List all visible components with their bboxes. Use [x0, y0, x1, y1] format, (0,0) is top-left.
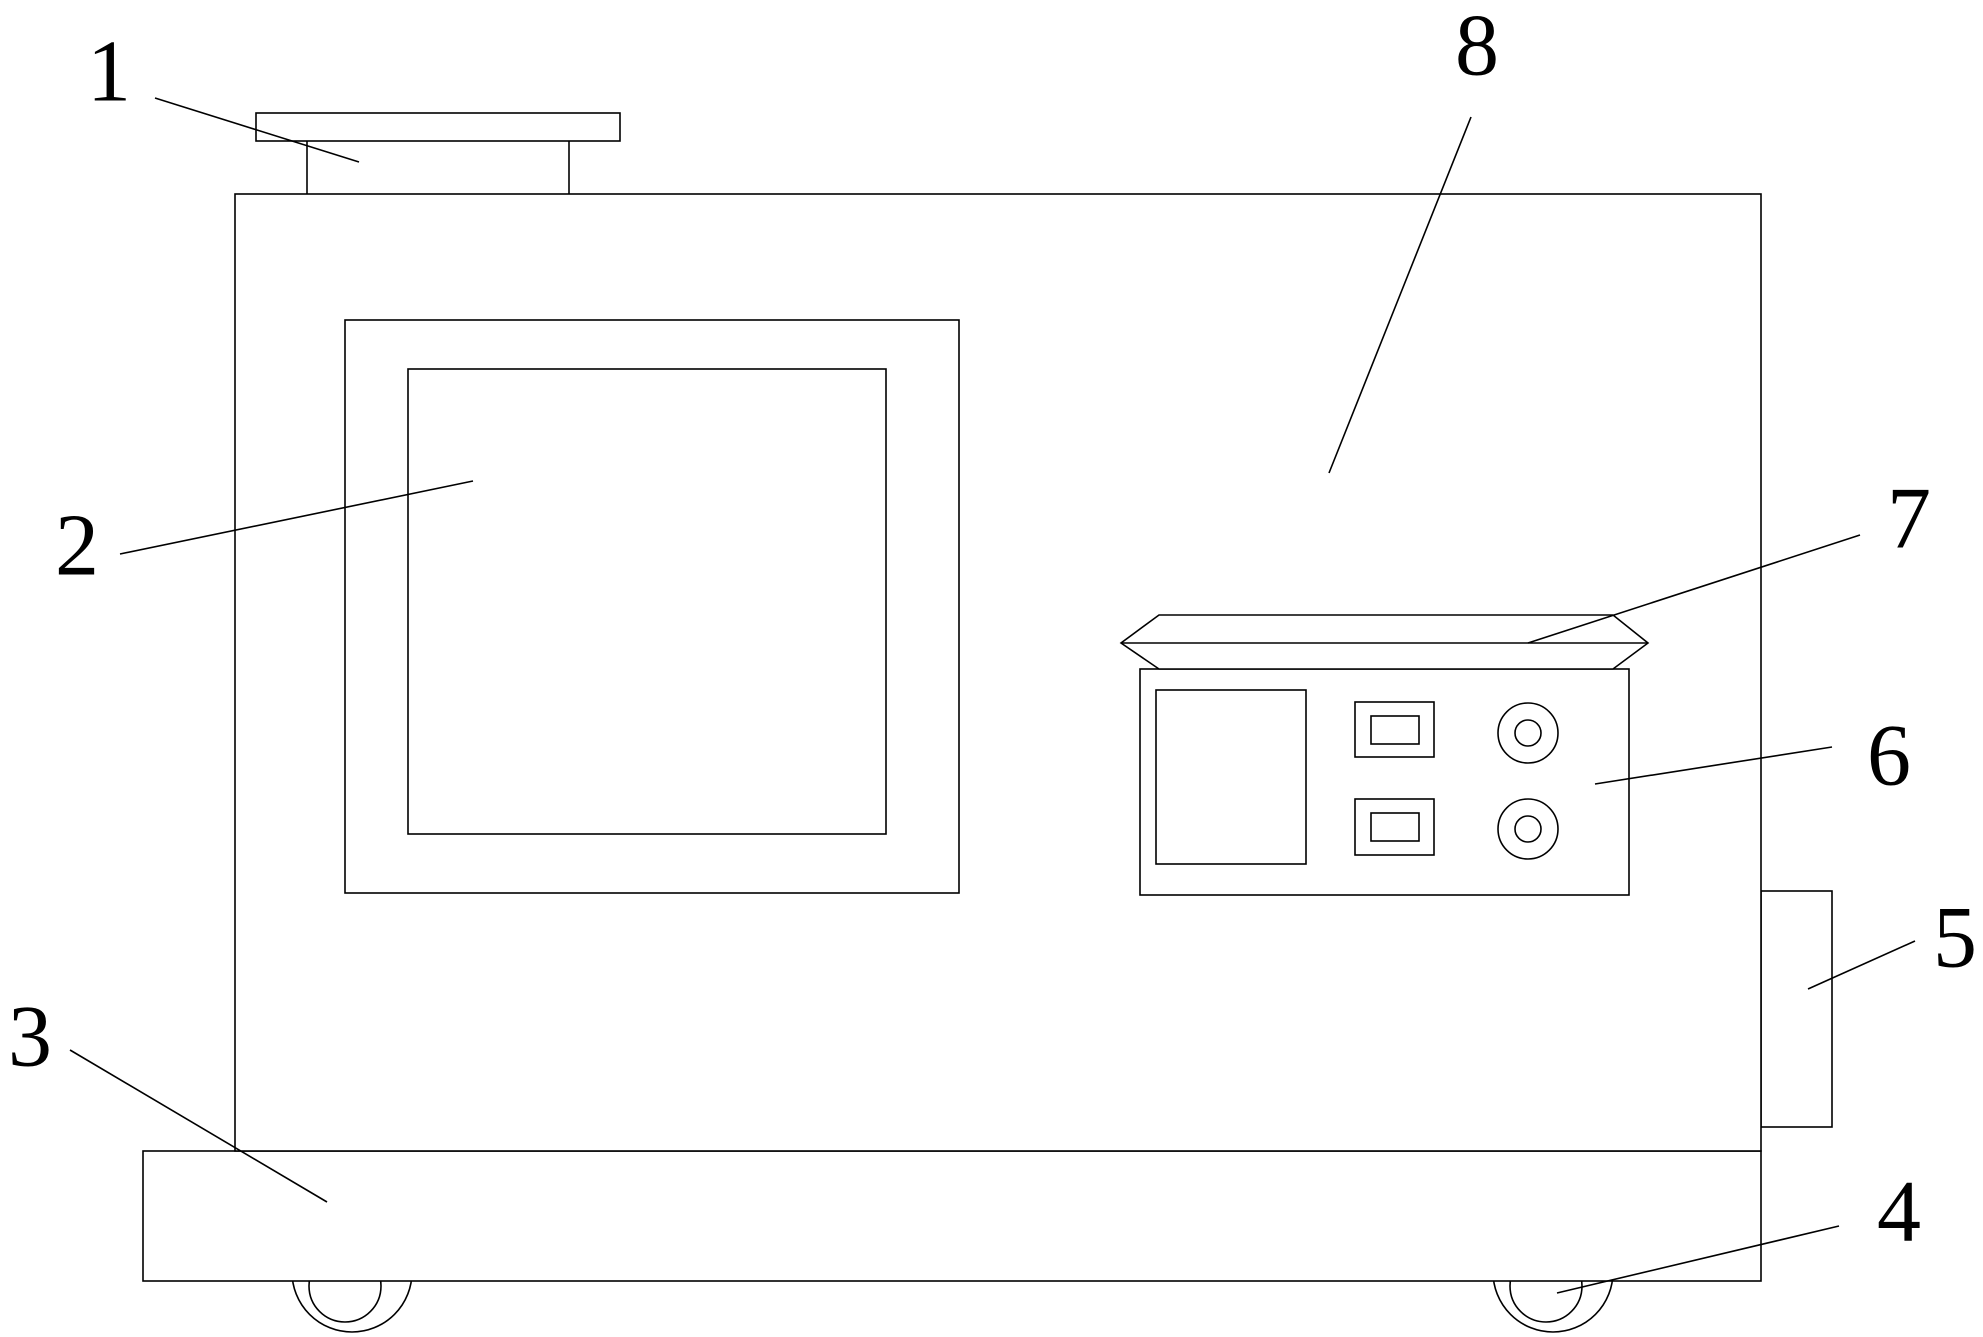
side-box: [1760, 890, 1833, 1128]
leader-line-4: [1556, 1225, 1840, 1294]
leader-line-3: [69, 1049, 328, 1203]
window-glass: [407, 368, 887, 835]
viewing-window: [344, 319, 960, 894]
handle-plate: [255, 112, 621, 142]
switch-bottom: [1370, 812, 1420, 842]
callout-4: 4: [1877, 1164, 1921, 1261]
callout-8: 8: [1455, 0, 1499, 95]
leader-line-8: [1328, 116, 1472, 474]
leader-line-7: [1527, 534, 1861, 644]
knob-bottom-inner: [1514, 815, 1542, 843]
switch-top: [1370, 715, 1420, 745]
leader-line-2: [119, 480, 474, 555]
leader-line-5: [1807, 940, 1916, 990]
callout-7: 7: [1887, 471, 1931, 568]
callout-5: 5: [1933, 890, 1977, 987]
leader-lines: [69, 97, 1916, 1294]
panel-hood: [1119, 614, 1650, 670]
base-platform: [142, 1150, 1762, 1282]
knob-top-inner: [1514, 719, 1542, 747]
leader-line-6: [1594, 746, 1833, 785]
hood-outline: [1119, 614, 1650, 670]
callout-1: 1: [87, 24, 131, 121]
leader-line-1: [154, 97, 360, 163]
panel-screen: [1155, 689, 1307, 865]
callout-2: 2: [55, 498, 99, 595]
control-panel: [1139, 668, 1630, 896]
top-handle: [255, 112, 621, 194]
callout-labels: 1 2 3 4 5 6 7 8: [8, 0, 1977, 1261]
callout-3: 3: [8, 989, 52, 1086]
callout-6: 6: [1867, 708, 1911, 805]
